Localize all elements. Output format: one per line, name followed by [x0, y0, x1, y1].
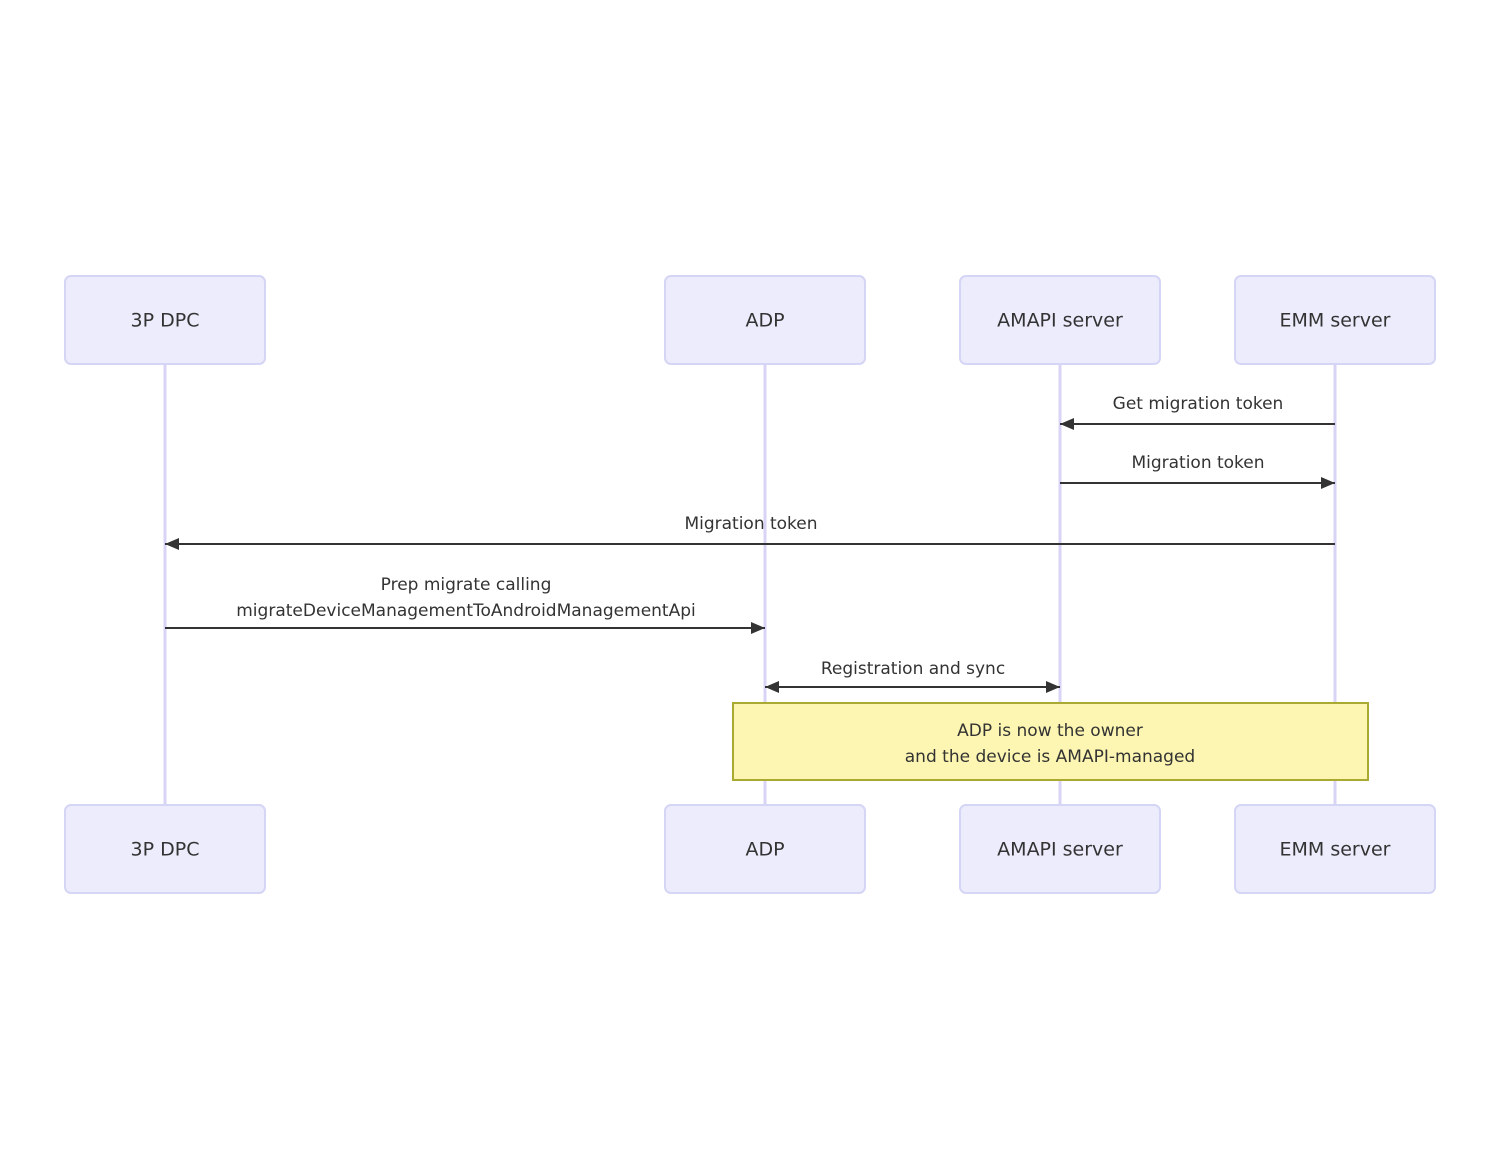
participant-emm-top[interactable]: EMM server	[1234, 275, 1436, 365]
participant-adp-bottom[interactable]: ADP	[664, 804, 866, 894]
arrowhead-reverse	[765, 681, 779, 693]
message-label-get-migration-token: Get migration token	[1113, 394, 1284, 414]
bottom-participants-group: 3P DPC ADP AMAPI server EMM server	[64, 804, 1436, 894]
participant-box	[664, 804, 866, 894]
participant-label-adp: ADP	[745, 839, 784, 861]
participant-emm-bottom[interactable]: EMM server	[1234, 804, 1436, 894]
message-registration-and-sync: Registration and sync	[765, 659, 1060, 693]
participant-box	[664, 275, 866, 365]
top-participants-group: 3P DPC ADP AMAPI server EMM server	[64, 275, 1436, 365]
message-label-migration-token-to-emm: Migration token	[1131, 453, 1264, 473]
arrowhead	[751, 622, 765, 634]
arrowhead	[165, 538, 179, 550]
participant-box	[64, 804, 266, 894]
arrowhead	[1321, 477, 1335, 489]
participant-adp-top[interactable]: ADP	[664, 275, 866, 365]
message-migration-token-to-emm: Migration token	[1060, 453, 1335, 489]
message-label-migration-token-to-dpc: Migration token	[684, 514, 817, 534]
participant-label-emm: EMM server	[1280, 839, 1391, 861]
message-label-registration-and-sync: Registration and sync	[821, 659, 1005, 679]
participant-label-adp: ADP	[745, 310, 784, 332]
participant-box	[64, 275, 266, 365]
participant-box	[959, 804, 1161, 894]
message-get-migration-token: Get migration token	[1060, 394, 1335, 430]
participant-label-amapi: AMAPI server	[997, 839, 1123, 861]
participant-label-emm: EMM server	[1280, 310, 1391, 332]
message-migration-token-to-dpc: Migration token	[165, 514, 1335, 550]
participant-label-dpc: 3P DPC	[131, 310, 200, 332]
participant-dpc-bottom[interactable]: 3P DPC	[64, 804, 266, 894]
arrowhead	[1060, 418, 1074, 430]
arrowhead	[1046, 681, 1060, 693]
participant-amapi-top[interactable]: AMAPI server	[959, 275, 1161, 365]
participant-dpc-top[interactable]: 3P DPC	[64, 275, 266, 365]
participant-box	[1234, 275, 1436, 365]
participant-label-dpc: 3P DPC	[131, 839, 200, 861]
note-box	[732, 702, 1369, 781]
participant-box	[1234, 804, 1436, 894]
participant-amapi-bottom[interactable]: AMAPI server	[959, 804, 1161, 894]
participant-label-amapi: AMAPI server	[997, 310, 1123, 332]
participant-box	[959, 275, 1161, 365]
